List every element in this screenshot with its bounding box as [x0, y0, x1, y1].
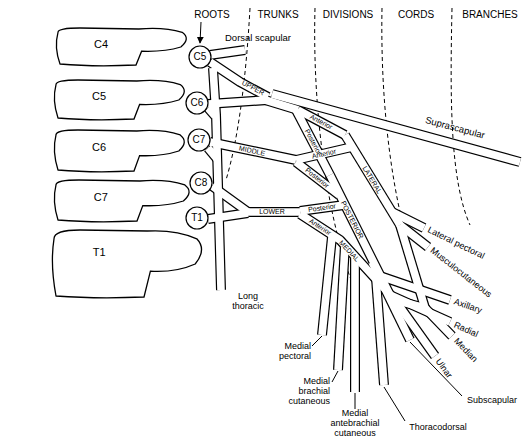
vertebra-shape [54, 80, 184, 120]
root-circle [189, 46, 211, 68]
nerve-label: Long thoracic [226, 292, 270, 312]
leader-lines [200, 22, 462, 421]
zone-heading: BRANCHES [462, 9, 518, 20]
vertebra-shape [54, 130, 184, 172]
plexus-part-label: Posterior [304, 166, 331, 189]
zone-heading: TRUNKS [257, 9, 298, 20]
root-circle [186, 92, 208, 114]
vertebra-outline [50, 78, 190, 122]
vertebra-outline [48, 228, 208, 300]
vertebra: C6 [50, 128, 190, 174]
root-circle [188, 129, 210, 151]
vertebra: C5 [50, 78, 190, 122]
root-label: C8 [195, 178, 208, 188]
plexus-part-label: UPPER [241, 79, 266, 97]
nerve-outline [208, 50, 520, 392]
nerve-label: Medial brachial cutaneous [280, 377, 330, 407]
vertebra-label: T1 [93, 246, 106, 257]
root-label: C7 [193, 135, 206, 145]
plexus-part-label: Anterior [308, 217, 333, 237]
zone-dividers [226, 8, 470, 330]
plexus-part-label: Anterior [308, 113, 333, 131]
nerve-root-circle: C5 [188, 45, 212, 69]
plexus-part-label: LATERAL [361, 165, 383, 195]
nerve-label: Subscapular [467, 396, 517, 406]
nerve-root-circle: T1 [185, 206, 209, 230]
vertebra-outline [50, 128, 190, 174]
vertebra-shape [56, 28, 186, 66]
nerve-label: Ulnar [433, 357, 454, 380]
plexus-part-label: Posterior [308, 202, 337, 214]
vertebra-label: C6 [92, 142, 106, 153]
zone-divider [451, 8, 470, 225]
root-circle [190, 172, 212, 194]
zone-heading: DIVISIONS [323, 9, 374, 20]
leader-line [410, 342, 462, 396]
nerve-label: Median [451, 337, 479, 365]
vertebra-label: C5 [92, 91, 106, 102]
vertebra-outline [52, 26, 192, 68]
root-label: T1 [191, 213, 203, 223]
vertebra-shape [54, 180, 189, 222]
roots-arrow [200, 22, 201, 43]
nerve-label: Radial [452, 320, 479, 339]
nerve-label: Medial antebrachial cutaneous [324, 409, 386, 439]
plexus-part-label: LOWER [259, 208, 285, 216]
vertebra: C7 [50, 178, 195, 224]
nerve-label: Suprascapular [424, 115, 486, 141]
leader-line [355, 393, 356, 409]
plexus-part-label: MIDDLE [238, 144, 265, 157]
nerve-label: Medial pectoral [269, 342, 311, 362]
vertebra-shape [52, 230, 201, 298]
nerve-label: Axillary [452, 297, 483, 316]
nerve-root-circle: C7 [187, 128, 211, 152]
leader-line [312, 336, 322, 346]
nerve-label: Dorsal scapular [225, 33, 291, 43]
nerve-fill [208, 50, 520, 392]
root-label: C5 [194, 52, 207, 62]
leader-line [384, 387, 405, 421]
zone-heading: CORDS [398, 9, 434, 20]
root-label: C6 [191, 98, 204, 108]
leader-line [332, 371, 338, 382]
vertebra: C4 [52, 26, 192, 68]
plexus-part-label: POSTERIOR [339, 200, 365, 240]
plexus-part-label: MEDIAL [337, 239, 360, 263]
root-circle [186, 207, 208, 229]
nerve-root-circle: C8 [189, 171, 213, 195]
vertebra-label: C4 [94, 38, 108, 49]
nerve-label: Thoracodorsal [409, 423, 467, 433]
nerve-root-circle: C6 [185, 91, 209, 115]
vertebra-label: C7 [94, 192, 108, 203]
vertebra: T1 [48, 228, 208, 300]
vertebra-outline [50, 178, 195, 224]
zone-heading: ROOTS [194, 9, 230, 20]
